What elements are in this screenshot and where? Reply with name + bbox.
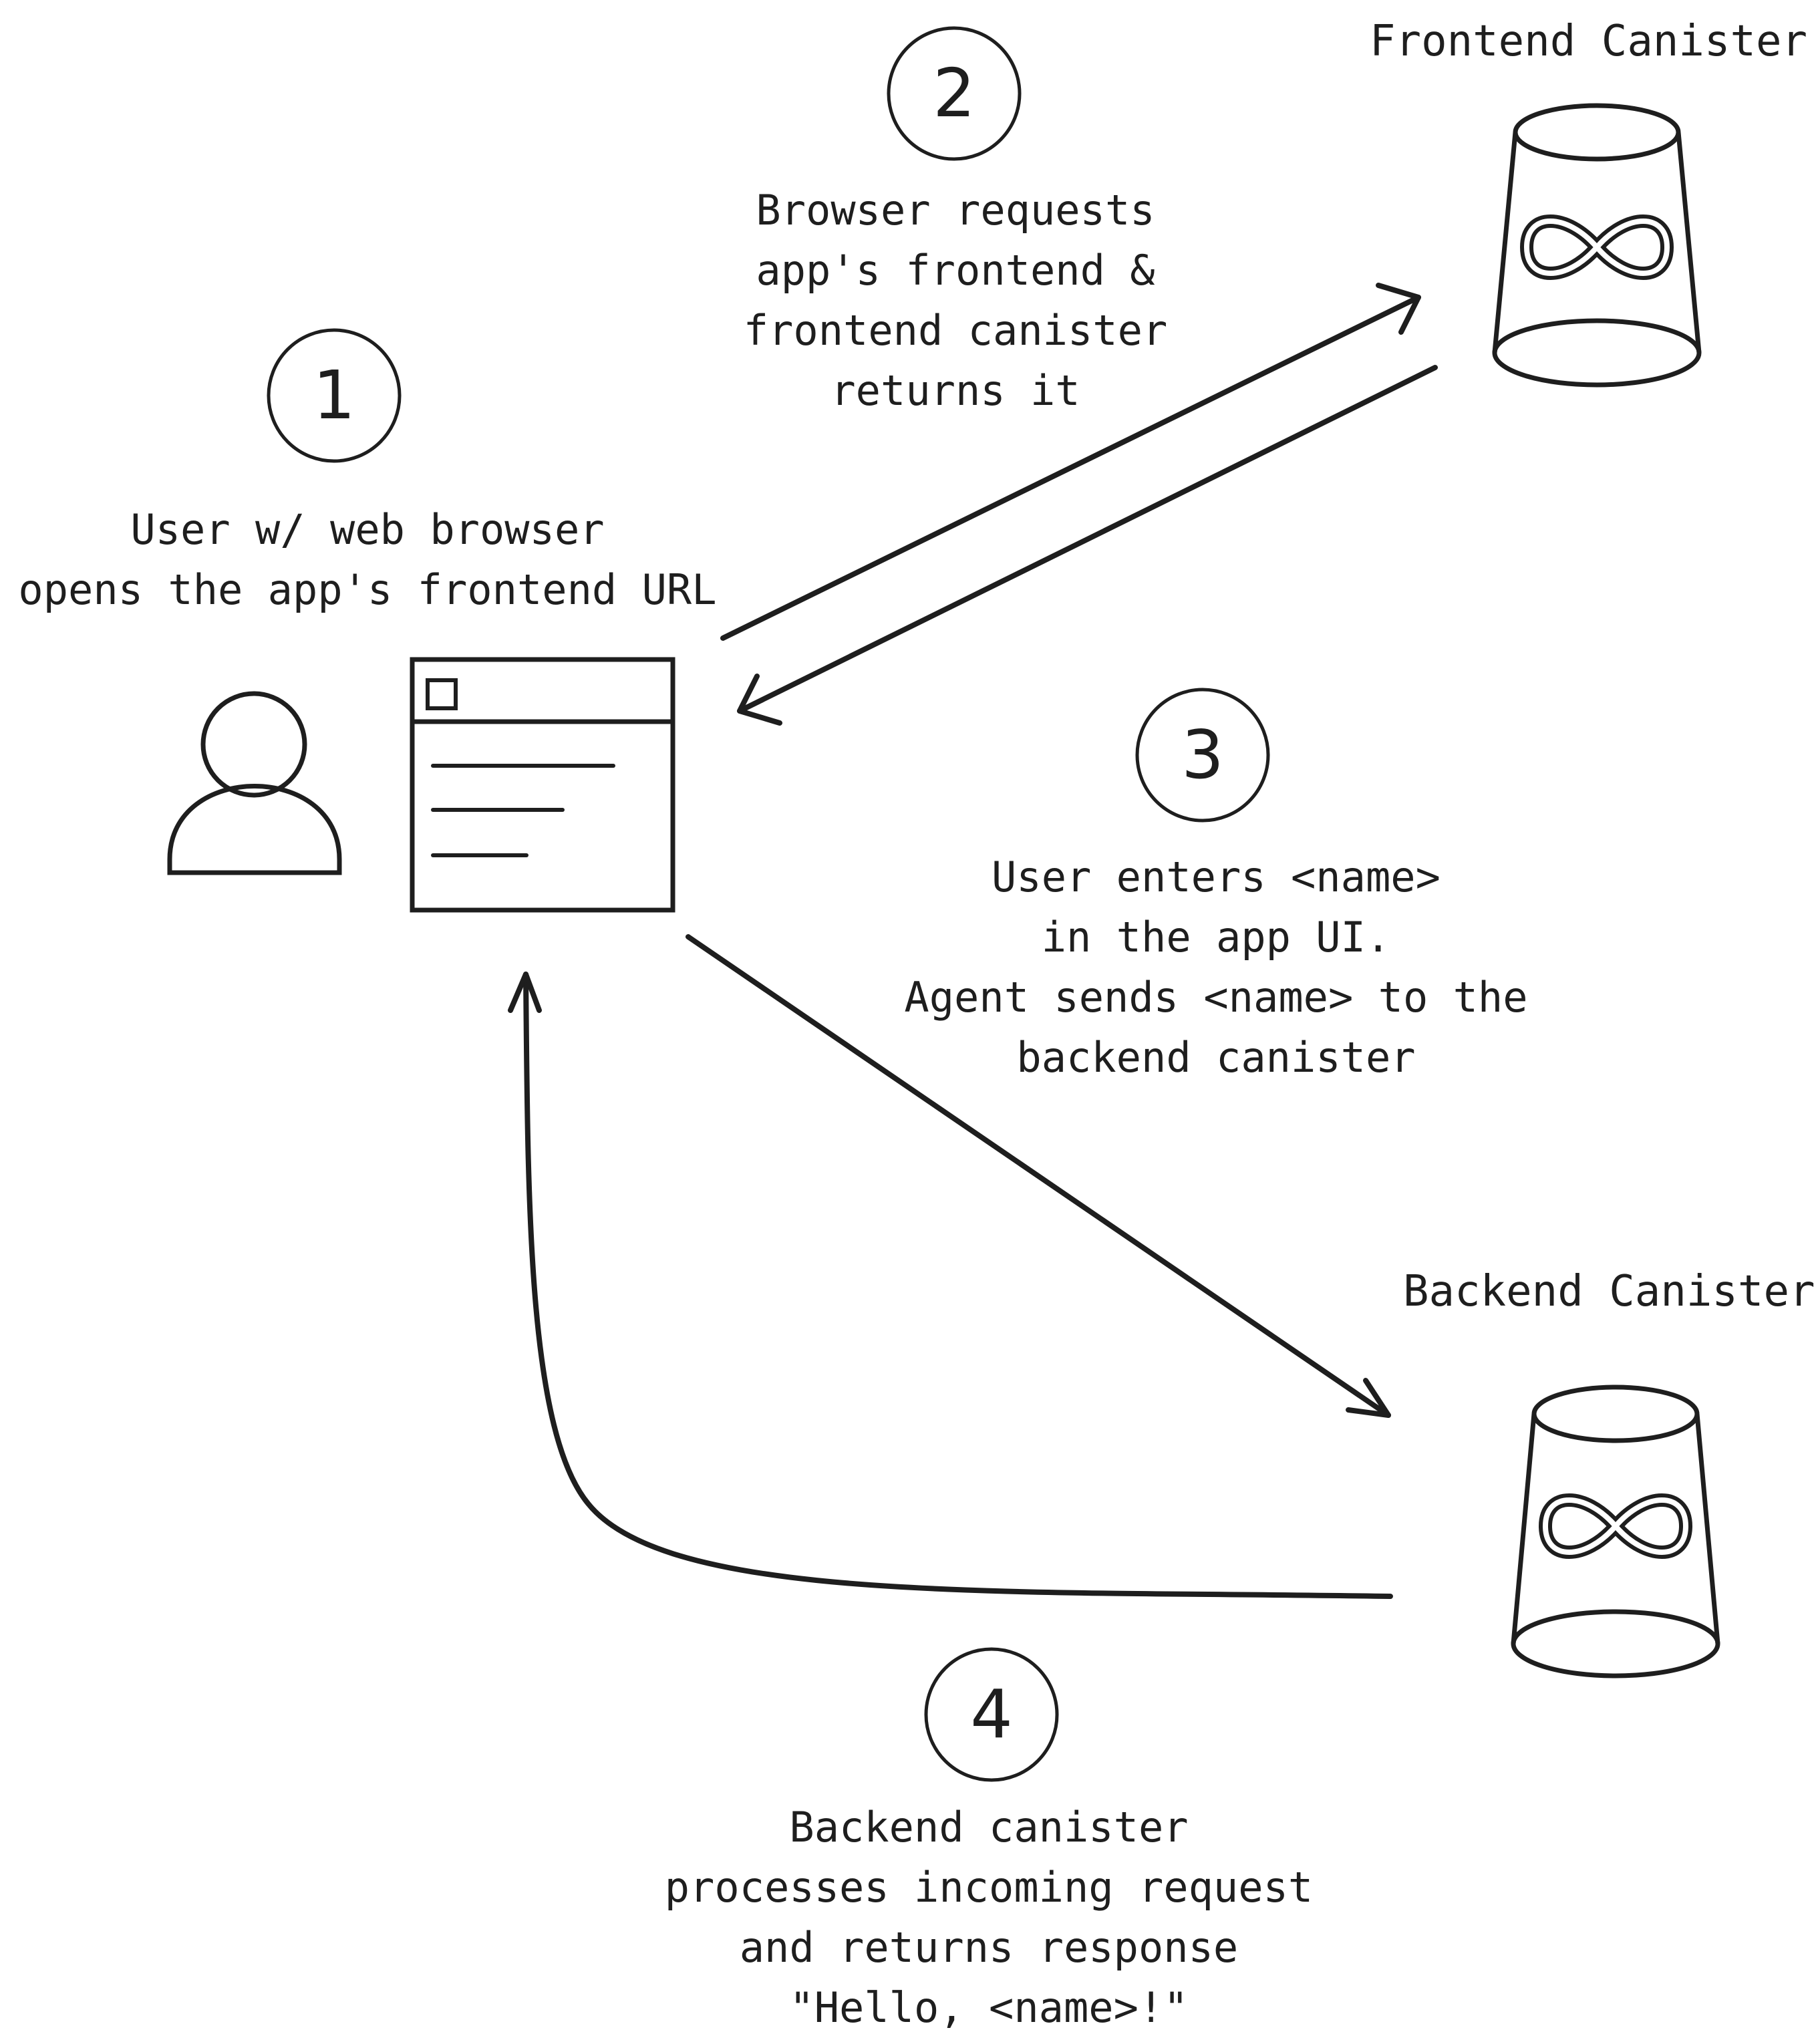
arrow-browser-to-backend (686, 934, 1391, 1418)
step-1-line-2: opens the app's frontend URL (18, 565, 717, 614)
step-4-line-4: "Hello, <name>!" (789, 1983, 1189, 2032)
frontend-canister-title: Frontend Canister (1370, 17, 1808, 66)
step-4-number: 4 (970, 1675, 1013, 1753)
step-2-circle (887, 26, 1022, 161)
step-4-line-1: Backend canister (789, 1803, 1189, 1852)
backend-canister-icon (1511, 1384, 1720, 1678)
step-1-caption: User w/ web browser opens the app's fron… (7, 500, 728, 620)
step-1-circle (267, 328, 402, 463)
step-1-line-1: User w/ web browser (130, 505, 605, 554)
arrow-browser-to-frontend (720, 283, 1421, 641)
step-4-caption: Backend canister processes incoming requ… (641, 1797, 1336, 2038)
browser-window-icon (410, 657, 675, 913)
step-2-line-1: Browser requests (756, 186, 1155, 235)
arrow-frontend-to-browser (737, 365, 1438, 726)
step-3-line-2: in the app UI. (1041, 913, 1391, 962)
step-4-line-2: processes incoming request (664, 1863, 1314, 1912)
step-1-number: 1 (313, 356, 355, 434)
step-4-circle (924, 1647, 1059, 1782)
step-3-line-4: backend canister (1016, 1033, 1416, 1082)
step-4-line-3: and returns response (739, 1923, 1239, 1972)
frontend-infinity-logo-icon (1519, 214, 1674, 280)
step-3-number: 3 (1181, 716, 1224, 794)
step-3-caption: User enters <name> in the app UI. Agent … (869, 847, 1563, 1088)
step-2-line-2: app's frontend & (756, 246, 1155, 295)
step-2-line-4: returns it (830, 366, 1080, 415)
step-2-number: 2 (933, 54, 975, 132)
step-3-line-3: Agent sends <name> to the (904, 973, 1528, 1022)
step-2-line-3: frontend canister (743, 306, 1168, 355)
backend-infinity-logo-icon (1538, 1493, 1693, 1559)
user-icon (167, 691, 342, 875)
step-3-circle (1135, 688, 1270, 823)
step-3-line-1: User enters <name> (992, 853, 1441, 901)
frontend-canister-icon (1492, 103, 1702, 388)
step-2-caption: Browser requests app's frontend & fronte… (702, 180, 1209, 421)
arrow-backend-to-browser (508, 972, 1393, 1599)
backend-canister-title: Backend Canister (1403, 1267, 1815, 1316)
